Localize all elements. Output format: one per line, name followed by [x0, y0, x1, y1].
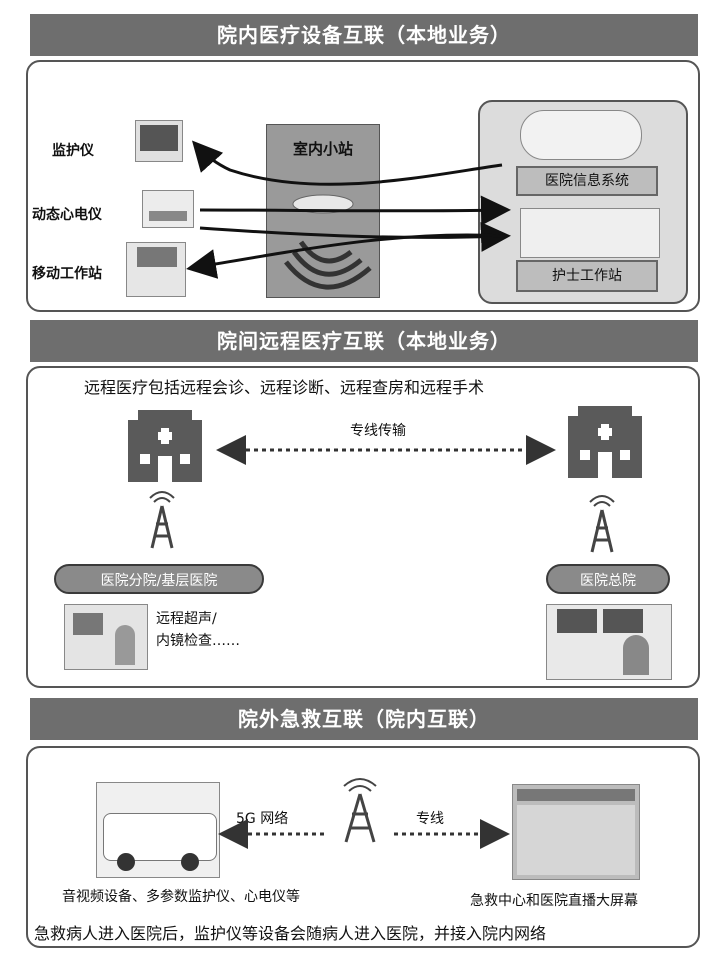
small-cell-label: 室内小站	[292, 140, 353, 158]
system-nurse-station: 护士工作站	[516, 260, 658, 292]
section-3-title: 院外急救互联（院内互联）	[30, 698, 698, 740]
small-cell-signal-icon	[284, 194, 372, 290]
ambulance-image	[96, 782, 220, 878]
monitor-image	[135, 120, 183, 162]
main-hospital-consult-image	[546, 604, 672, 680]
main-hospital-pill: 医院总院	[546, 564, 670, 594]
section-3-footer: 急救病人进入医院后，监护仪等设备会随病人进入医院，并接入院内网络	[34, 924, 547, 943]
emergency-center-caption: 急救中心和医院直播大屏幕	[470, 893, 638, 909]
5g-tower-icon	[343, 778, 377, 843]
remote-exam-note-2: 内镜检查……	[156, 633, 240, 649]
system-hospital-info: 医院信息系统	[516, 166, 658, 196]
remote-exam-note-1: 远程超声/	[156, 611, 217, 627]
device-label-monitor: 监护仪	[52, 143, 94, 159]
device-label-ecg: 动态心电仪	[32, 207, 102, 223]
ambulance-caption: 音视频设备、多参数监护仪、心电仪等	[62, 889, 300, 905]
5g-network-label: 5G 网络	[236, 811, 289, 827]
main-tower-icon	[589, 495, 615, 553]
hospital-branch-building-icon	[128, 410, 202, 482]
branch-tower-icon	[149, 491, 175, 549]
emergency-screen-image	[512, 784, 640, 880]
remote-intro-text: 远程医疗包括远程会诊、远程诊断、远程查房和远程手术	[84, 378, 485, 397]
section-1-arrows	[186, 140, 511, 279]
remote-ultrasound-image	[64, 604, 148, 670]
branch-hospital-pill: 医院分院/基层医院	[54, 564, 264, 594]
section-1-title: 院内医疗设备互联（本地业务）	[30, 14, 698, 56]
dedicated-line-label-2: 专线	[416, 811, 444, 827]
section-2-title: 院间远程医疗互联（本地业务）	[30, 320, 698, 362]
mobile-workstation-image	[126, 242, 186, 297]
ecg-device-image	[142, 190, 194, 228]
server-cloud-icon	[520, 110, 642, 160]
device-label-workstation: 移动工作站	[32, 266, 102, 282]
hospital-main-building-icon	[568, 406, 642, 478]
nurse-station-image	[520, 208, 660, 258]
